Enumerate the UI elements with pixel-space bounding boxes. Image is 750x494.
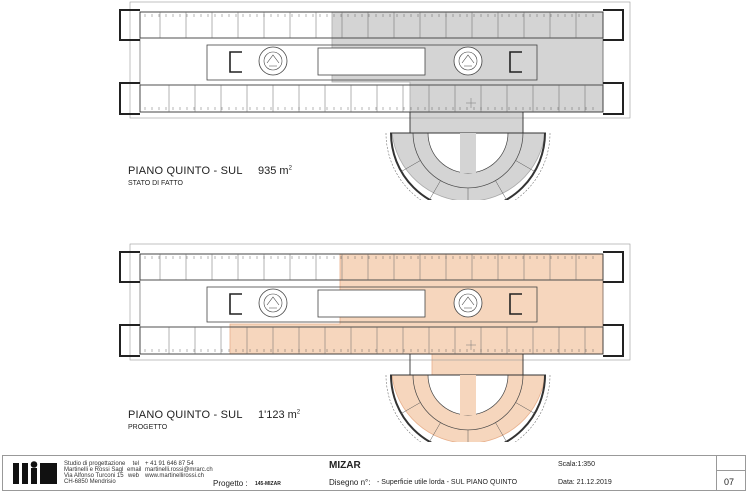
connector-stem (409, 354, 524, 375)
project-name: MIZAR (329, 460, 361, 471)
semicircular-pavilion (390, 374, 546, 442)
stair-atrium (453, 46, 483, 76)
stair-atrium (258, 288, 288, 318)
building-outline (129, 1, 631, 119)
west-end-block (119, 251, 140, 357)
plan-title-existing: PIANO QUINTO - SUL (128, 165, 243, 177)
elevator-core (229, 51, 242, 73)
area-existing: 935 m2 (258, 165, 292, 177)
area-project: 1'123 m2 (258, 409, 301, 421)
east-end-block (603, 9, 624, 115)
light-well (317, 47, 426, 76)
elevator-core (509, 293, 522, 315)
floor-plan-project (119, 243, 631, 442)
east-end-block (603, 251, 624, 357)
drawing-title: - Superficie utile lorda - SUL PIANO QUI… (377, 479, 518, 486)
project-code: 145-MIZAR (255, 481, 281, 487)
floor-plan-existing (119, 1, 631, 200)
building-outline (129, 243, 631, 361)
drawing-label: Disegno n°: (329, 478, 371, 487)
corridor (139, 279, 604, 328)
light-well (317, 289, 426, 318)
elevator-core (229, 293, 242, 315)
semicircular-pavilion (390, 132, 546, 200)
date: Data: 21.12.2019 (558, 479, 612, 486)
stair-atrium (258, 46, 288, 76)
plan-subtitle-existing: STATO DI FATTO (128, 180, 183, 187)
divider (716, 456, 717, 490)
connector-stem (409, 112, 524, 133)
central-core (206, 286, 538, 323)
studio-logo (13, 461, 57, 484)
project-label: Progetto : (213, 479, 248, 488)
central-core (206, 44, 538, 81)
elevator-core (509, 51, 522, 73)
divider (716, 470, 745, 471)
corridor (139, 37, 604, 86)
plan-title-project: PIANO QUINTO - SUL (128, 409, 243, 421)
scale: Scala:1:350 (558, 461, 595, 468)
sheet-number: 07 (724, 477, 735, 487)
west-end-block (119, 9, 140, 115)
plan-subtitle-project: PROGETTO (128, 424, 168, 431)
stair-atrium (453, 288, 483, 318)
